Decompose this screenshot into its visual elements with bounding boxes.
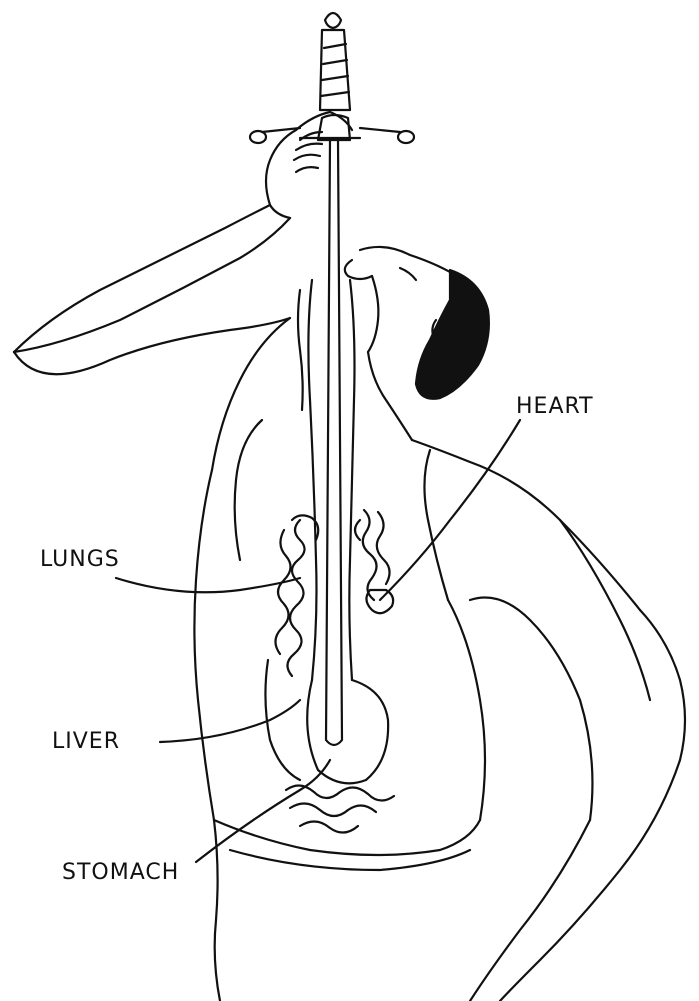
liver-label: LIVER (52, 731, 120, 753)
lungs-label: LUNGS (40, 549, 120, 571)
sword-icon (250, 13, 414, 745)
stomach-label: STOMACH (62, 862, 179, 884)
heart-label: HEART (516, 396, 594, 418)
